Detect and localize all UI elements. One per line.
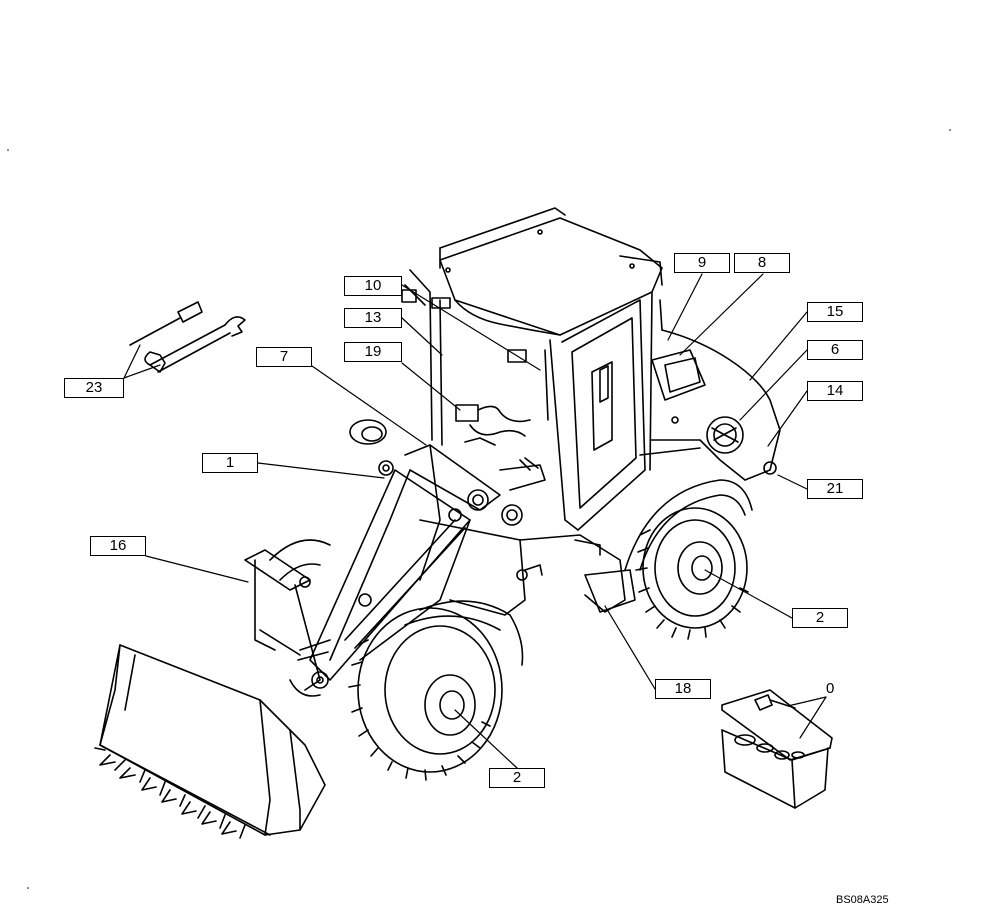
toolbox-and-key [721,689,833,809]
callout-18: 18 [655,679,711,699]
front-wheel [348,607,503,781]
callout-0: 0 [826,680,835,697]
callout-14: 14 [807,381,863,401]
callout-7: 7 [256,347,312,367]
callout-6: 6 [807,340,863,360]
left-rear-wheel [269,539,331,697]
callout-13: 13 [344,308,402,328]
callout-2-front: 2 [489,768,545,788]
callout-19: 19 [344,342,402,362]
specks [7,129,951,889]
lift-arms [309,444,546,681]
callout-10: 10 [344,276,402,296]
callout-9: 9 [674,253,730,273]
wiring-harness [455,404,531,446]
tools-screwdriver-wrench [129,301,246,373]
front-fender [404,600,524,666]
cab-roof [439,207,663,336]
lift-cylinder [344,519,466,649]
callout-15: 15 [807,302,863,322]
bucket [94,644,326,839]
chassis-body [419,519,636,616]
engine-hood [639,329,781,481]
rear-wheel [635,507,749,640]
callout-21: 21 [807,479,863,499]
callout-1: 1 [202,453,258,473]
drawing-reference-code: BS08A325 [836,894,889,906]
cab-frame [404,269,663,531]
callout-23: 23 [64,378,124,398]
headlamps [349,419,394,476]
callout-2-rear: 2 [792,608,848,628]
callout-16: 16 [90,536,146,556]
callout-8: 8 [734,253,790,273]
leader-lines [123,273,827,769]
tilt-linkage [244,549,331,691]
